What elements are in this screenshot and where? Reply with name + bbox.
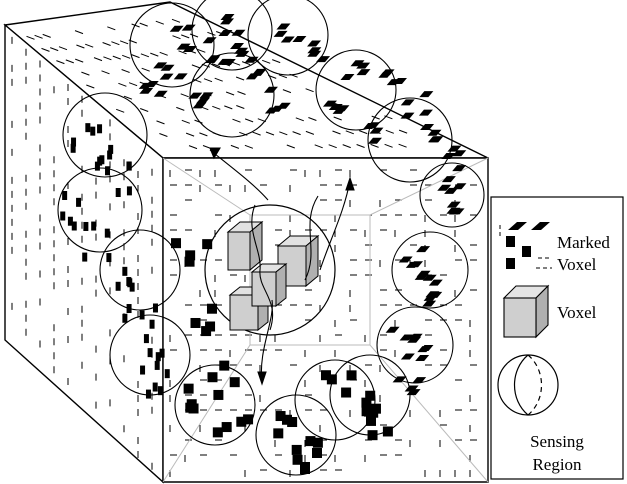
legend-marked-voxel-label-line2: Voxel [557,255,597,274]
legend-marked-voxel-label-line1: Marked [557,233,610,252]
legend-voxel-label: Voxel [557,303,597,322]
cube-front-face [163,158,488,482]
voxel-cube-icon [504,286,548,337]
legend-sensing-region-label-line2: Region [532,455,582,474]
legend: Marked Voxel Voxel Sensing Region [491,197,623,479]
voxel-cube-1 [228,222,262,270]
legend-sensing-region-label-line1: Sensing [530,432,584,451]
